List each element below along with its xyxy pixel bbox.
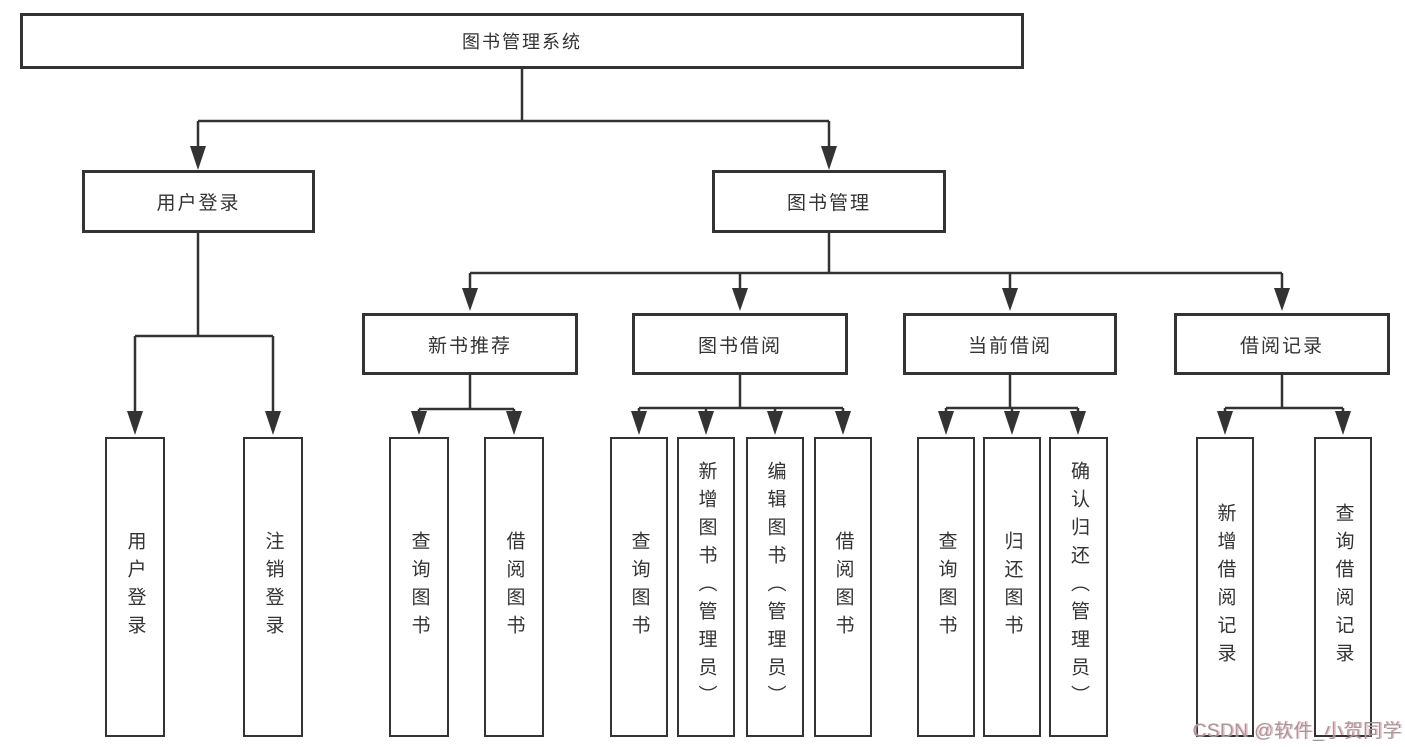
node-root-system: 图书管理系统 [20,13,1024,69]
connector-current-to-leaves [944,375,1080,414]
arrowhead-icon [265,411,281,435]
leaf-records-query-record: 查询借阅记录 [1314,437,1372,737]
connector-user-login-to-leaves [133,233,275,414]
node-borrowing-records: 借阅记录 [1174,313,1390,375]
leaf-label: 查询图书 [628,531,650,643]
node-label: 借阅记录 [1239,335,1324,357]
arrowhead-icon [698,411,714,435]
leaf-label: 查询图书 [935,531,957,643]
watermark: CSDN @软件_小贺同学 [1192,721,1402,742]
arrowhead-icon [835,411,851,435]
leaf-current-return-book: 归还图书 [983,437,1041,737]
node-label: 新书推荐 [427,335,512,357]
connector-recommend-to-leaves [417,375,516,414]
arrowhead-icon [767,411,783,435]
arrowhead-icon [190,146,206,170]
connector-borrowing-to-leaves [637,375,845,414]
node-label: 用户登录 [156,193,241,214]
leaf-user-login: 用户登录 [105,437,165,737]
leaf-borrowing-query-book: 查询图书 [610,437,668,737]
leaf-logout: 注销登录 [243,437,303,737]
arrowhead-icon [631,411,647,435]
leaf-label: 用户登录 [124,531,146,643]
leaf-label: 注销登录 [262,531,284,643]
leaf-borrowing-borrow-book: 借阅图书 [814,437,872,737]
leaf-current-confirm-return: 确认归还（管理员） [1049,437,1108,737]
connector-book-management-to-level3 [468,233,1284,291]
arrowhead-icon [1335,411,1351,435]
leaf-label: 新增图书（管理员） [695,461,717,713]
leaf-label: 确认归还（管理员） [1068,461,1089,713]
leaf-label: 借阅图书 [832,531,854,643]
connector-records-to-leaves [1223,375,1345,414]
leaf-label: 归还图书 [1001,531,1023,643]
arrowhead-icon [1070,411,1086,435]
leaf-borrowing-edit-book: 编辑图书（管理员） [746,437,804,737]
leaf-records-add-record: 新增借阅记录 [1196,437,1254,737]
arrowhead-icon [1217,411,1233,435]
arrowhead-icon [506,411,522,435]
arrowhead-icon [127,411,143,435]
arrowhead-icon [1004,411,1020,435]
node-current-borrowing: 当前借阅 [903,313,1117,375]
arrowhead-icon [462,288,478,311]
leaf-current-query-book: 查询图书 [917,437,975,737]
leaf-borrowing-add-book: 新增图书（管理员） [677,437,735,737]
node-new-book-recommend: 新书推荐 [362,313,578,375]
leaf-label: 新增借阅记录 [1214,503,1236,671]
arrowhead-icon [821,146,837,170]
node-label: 图书管理 [786,193,871,214]
node-label: 图书管理系统 [462,32,582,52]
arrowhead-icon [1002,288,1018,311]
leaf-label: 查询借阅记录 [1332,503,1354,671]
arrowhead-icon [938,411,954,435]
leaf-recommend-query-book: 查询图书 [389,437,449,737]
leaf-label: 借阅图书 [503,531,525,643]
connector-root-to-level2 [196,69,831,150]
node-book-borrowing: 图书借阅 [632,313,848,375]
leaf-recommend-borrow-book: 借阅图书 [484,437,544,737]
node-user-login: 用户登录 [82,170,315,233]
node-label: 当前借阅 [967,335,1052,357]
arrowhead-icon [732,288,748,311]
leaf-label: 编辑图书（管理员） [764,461,786,713]
arrowhead-icon [411,411,427,435]
arrowhead-icon [1274,288,1290,311]
node-book-management: 图书管理 [712,170,946,233]
node-label: 图书借阅 [697,335,782,357]
leaf-label: 查询图书 [408,531,430,643]
